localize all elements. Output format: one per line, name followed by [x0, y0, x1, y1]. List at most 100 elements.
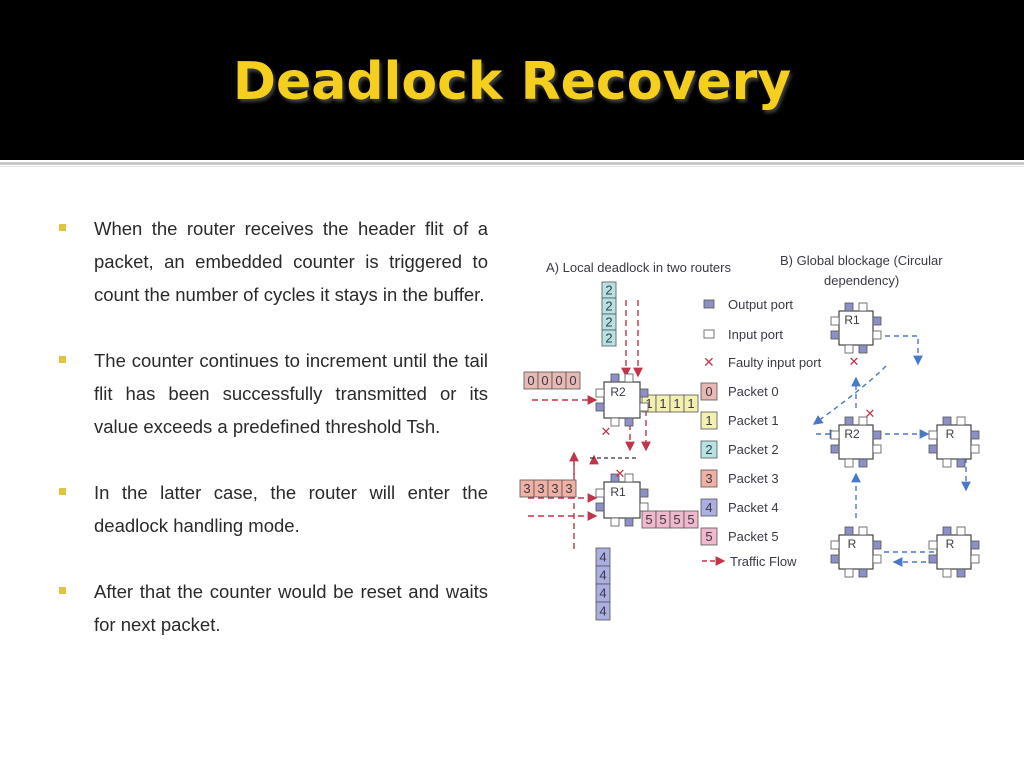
- packet-0-swatch: [700, 382, 718, 401]
- legend-label: Output port: [728, 297, 793, 312]
- packet-number: 4: [705, 500, 712, 515]
- packet-5-swatch: [700, 527, 718, 546]
- input-port-icon: [610, 517, 620, 527]
- bullet-item: In the latter case, the router will ente…: [56, 476, 488, 542]
- flit-cell: [595, 601, 611, 621]
- router-label: R: [946, 537, 955, 551]
- flit-number: 4: [599, 586, 606, 601]
- bullet-marker-icon: [59, 224, 66, 231]
- output-port-icon: [830, 554, 840, 564]
- router-r2-local: R2✕: [595, 373, 649, 439]
- input-port-icon: [928, 430, 938, 440]
- output-port-icon: [872, 316, 882, 326]
- flit-number: 0: [569, 373, 576, 388]
- input-port-icon: [956, 526, 966, 536]
- input-port-icon: [639, 402, 649, 412]
- packet-number: 2: [705, 442, 712, 457]
- flit-cell: [561, 479, 577, 498]
- output-port-icon: [970, 540, 980, 550]
- router-body: [936, 424, 972, 460]
- input-port-icon: [595, 388, 605, 398]
- packet-number: 1: [705, 413, 712, 428]
- output-port-icon: [858, 344, 868, 354]
- input-port-icon: [624, 373, 634, 383]
- header-divider-thin: [0, 166, 1024, 167]
- input-port-icon: [928, 540, 938, 550]
- input-port-icon: [872, 554, 882, 564]
- flit-number: 4: [599, 604, 606, 619]
- flit-cell: [683, 394, 699, 413]
- output-port-icon: [858, 458, 868, 468]
- bullet-text: In the latter case, the router will ente…: [94, 482, 488, 536]
- output-port-icon: [830, 330, 840, 340]
- input-port-icon: [970, 554, 980, 564]
- output-port-icon: [872, 430, 882, 440]
- packet-1-swatch: [700, 411, 718, 430]
- flit-number: 5: [673, 512, 680, 527]
- input-port-icon: [830, 316, 840, 326]
- output-port-icon: [830, 444, 840, 454]
- bullet-item: When the router receives the header flit…: [56, 212, 488, 311]
- input-port-icon: [858, 302, 868, 312]
- legend-label: Packet 1: [728, 413, 779, 428]
- output-port-icon: [872, 540, 882, 550]
- legend-label: Input port: [728, 327, 783, 342]
- input-port-icon: [970, 444, 980, 454]
- packet-3-swatch: [700, 469, 718, 488]
- router-r-global: R: [830, 526, 882, 578]
- output-port-icon: [703, 299, 715, 309]
- flit-number: 2: [605, 299, 612, 314]
- output-port-icon: [956, 458, 966, 468]
- bullet-text: The counter continues to increment until…: [94, 350, 488, 437]
- bullet-item: The counter continues to increment until…: [56, 344, 488, 443]
- header-bar: [0, 0, 1024, 160]
- flit-number: 4: [599, 568, 606, 583]
- input-port-icon: [830, 540, 840, 550]
- faulty-x-icon: ✕: [615, 466, 626, 481]
- input-port-icon: [844, 568, 854, 578]
- legend-label: Traffic Flow: [730, 554, 797, 569]
- output-port-icon: [844, 302, 854, 312]
- flit-number: 2: [605, 315, 612, 330]
- legend-label: Packet 5: [728, 529, 779, 544]
- deadlock-diagram: A) Local deadlock in two routers B) Glob…: [514, 238, 1014, 628]
- output-port-icon: [970, 430, 980, 440]
- legend-label: Packet 2: [728, 442, 779, 457]
- output-port-icon: [844, 416, 854, 426]
- faulty-x-icon: ✕: [865, 406, 876, 421]
- output-port-icon: [639, 488, 649, 498]
- input-port-icon: [703, 329, 715, 339]
- router-label: R1: [844, 313, 860, 327]
- faulty-x-icon: ✕: [703, 354, 715, 370]
- output-port-icon: [595, 502, 605, 512]
- flit-number: 1: [673, 396, 680, 411]
- router-r1-global: R1✕: [830, 302, 882, 369]
- router-body: [838, 310, 874, 346]
- output-port-icon: [624, 417, 634, 427]
- input-port-icon: [639, 502, 649, 512]
- router-r2-global: R2✕: [830, 406, 882, 468]
- flit-number: 5: [645, 512, 652, 527]
- packet-number: 3: [705, 471, 712, 486]
- input-port-icon: [872, 444, 882, 454]
- output-port-icon: [844, 526, 854, 536]
- packet-4-swatch: [700, 498, 718, 517]
- output-port-icon: [942, 526, 952, 536]
- flit-cell: [601, 329, 617, 347]
- bullet-marker-icon: [59, 587, 66, 594]
- label-local-deadlock: A) Local deadlock in two routers: [546, 260, 731, 275]
- output-port-icon: [858, 568, 868, 578]
- bullet-text: After that the counter would be reset an…: [94, 581, 488, 635]
- legend: Output port Input port ✕ Faulty input po…: [700, 297, 822, 569]
- router-body: [603, 481, 641, 519]
- router-r-global: R: [928, 526, 980, 578]
- input-port-icon: [956, 416, 966, 426]
- router-label: R2: [610, 385, 626, 399]
- output-port-icon: [624, 517, 634, 527]
- input-port-icon: [858, 416, 868, 426]
- router-body: [603, 381, 641, 419]
- output-port-icon: [928, 554, 938, 564]
